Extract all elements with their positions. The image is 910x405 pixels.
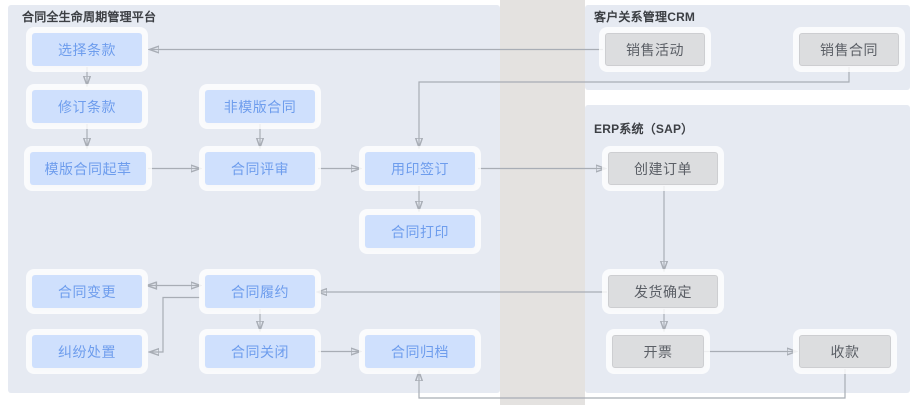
- node-label: 选择条款: [58, 41, 116, 58]
- node-payment[interactable]: 收款: [799, 335, 891, 368]
- node-select-terms[interactable]: 选择条款: [32, 33, 142, 66]
- node-delivery-confirm[interactable]: 发货确定: [608, 275, 718, 308]
- lane-title-erp: ERP系统（SAP）: [594, 122, 694, 136]
- node-label: 修订条款: [58, 98, 116, 115]
- node-contract-archive[interactable]: 合同归档: [365, 335, 475, 368]
- node-revise-terms[interactable]: 修订条款: [32, 90, 142, 123]
- lane-clm: [8, 5, 500, 393]
- node-label: 发货确定: [634, 283, 692, 300]
- node-label: 合同关闭: [231, 343, 289, 360]
- node-label: 销售合同: [820, 41, 878, 58]
- node-sales-activity[interactable]: 销售活动: [605, 33, 705, 66]
- node-dispute-handling[interactable]: 纠纷处置: [32, 335, 142, 368]
- node-label: 创建订单: [634, 160, 692, 177]
- node-contract-performance[interactable]: 合同履约: [205, 275, 315, 308]
- node-template-contract-draft[interactable]: 模版合同起草: [30, 152, 146, 185]
- node-label: 开票: [643, 343, 673, 360]
- lane-title-crm: 客户关系管理CRM: [594, 10, 696, 24]
- node-contract-close[interactable]: 合同关闭: [205, 335, 315, 368]
- node-label: 合同履约: [231, 283, 289, 300]
- node-contract-print[interactable]: 合同打印: [365, 215, 475, 248]
- node-label: 模版合同起草: [44, 160, 132, 177]
- lane-divider-band: [500, 0, 585, 405]
- node-seal-and-sign[interactable]: 用印签订: [365, 152, 475, 185]
- node-sales-contract[interactable]: 销售合同: [799, 33, 899, 66]
- lane-title-clm: 合同全生命周期管理平台: [22, 10, 157, 24]
- node-label: 合同变更: [58, 283, 116, 300]
- node-label: 合同评审: [231, 160, 289, 177]
- node-contract-change[interactable]: 合同变更: [32, 275, 142, 308]
- node-label: 非模版合同: [223, 98, 297, 115]
- node-contract-review[interactable]: 合同评审: [205, 152, 315, 185]
- node-label: 合同打印: [391, 223, 449, 240]
- node-label: 销售活动: [626, 41, 684, 58]
- node-label: 收款: [830, 343, 860, 360]
- node-create-order[interactable]: 创建订单: [608, 152, 718, 185]
- node-non-template-contract[interactable]: 非模版合同: [205, 90, 315, 123]
- node-label: 用印签订: [391, 160, 449, 177]
- node-label: 合同归档: [391, 343, 449, 360]
- node-label: 纠纷处置: [58, 343, 116, 360]
- node-invoice[interactable]: 开票: [612, 335, 704, 368]
